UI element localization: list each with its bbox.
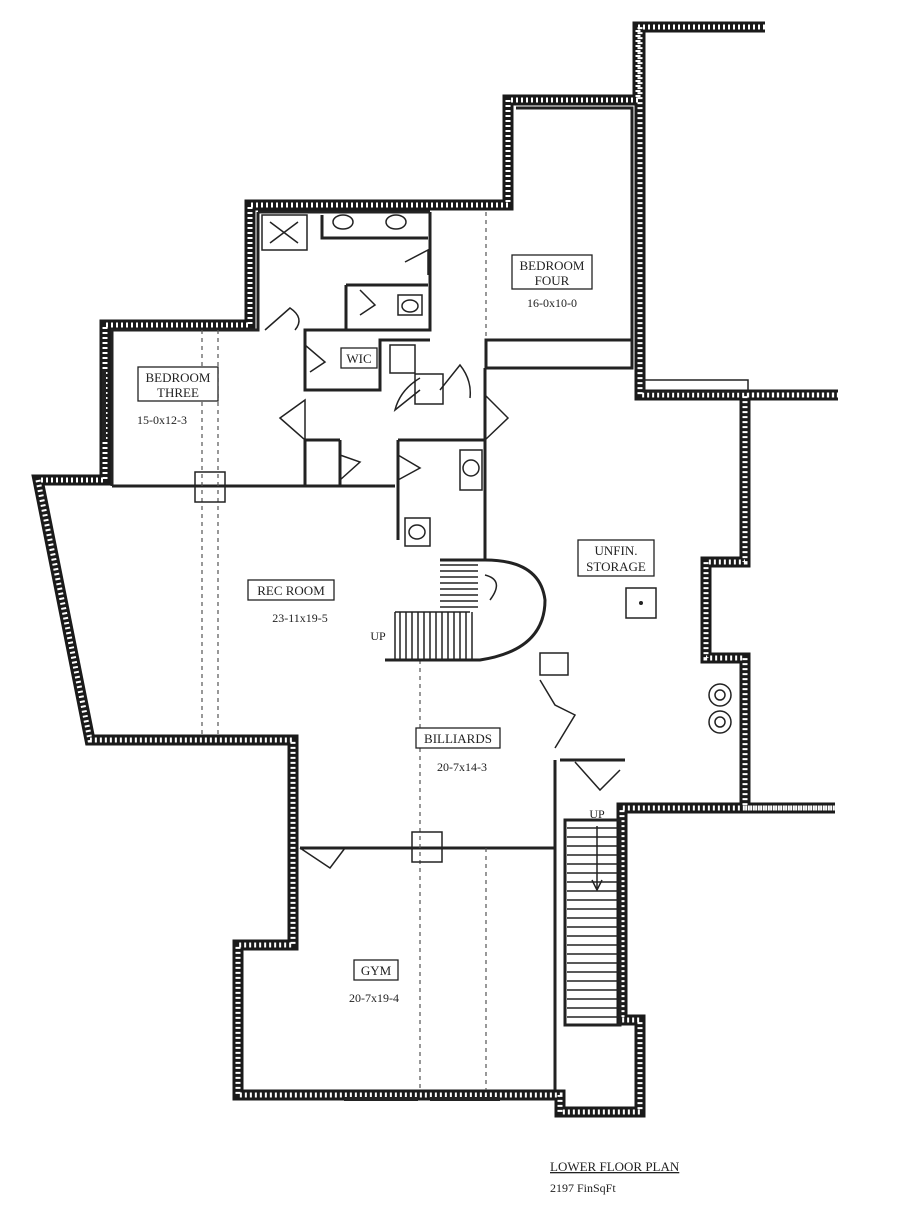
wic-name: WIC	[346, 351, 371, 366]
billiards-name: BILLIARDS	[424, 731, 492, 746]
label-unfin-storage: UNFIN. STORAGE	[577, 539, 655, 577]
label-billiards: BILLIARDS 20-7x14-3	[415, 727, 501, 774]
bedroom-three-line2: THREE	[157, 385, 199, 400]
side-stair-up-label: UP	[589, 807, 605, 821]
door-swings	[264, 248, 621, 870]
bedroom-four-line1: BEDROOM	[519, 258, 584, 273]
bath-fixtures	[261, 214, 732, 734]
gym-dims: 20-7x19-4	[349, 991, 399, 1005]
rec-room-name: REC ROOM	[257, 583, 325, 598]
label-gym: GYM 20-7x19-4	[349, 959, 399, 1005]
bedroom-four-line2: FOUR	[535, 273, 570, 288]
bedroom-three-dims: 15-0x12-3	[137, 413, 187, 427]
unfin-storage-line1: UNFIN.	[595, 543, 638, 558]
gym-name: GYM	[361, 963, 392, 978]
plan-area: 2197 FinSqFt	[550, 1181, 616, 1195]
interior-walls	[110, 106, 634, 1090]
windows	[102, 370, 749, 1101]
side-staircase	[563, 818, 622, 1027]
label-bedroom-three: BEDROOM THREE 15-0x12-3	[137, 366, 219, 427]
bedroom-four-dims: 16-0x10-0	[527, 296, 577, 310]
main-stair-up-label: UP	[370, 629, 386, 643]
label-bedroom-four: BEDROOM FOUR 16-0x10-0	[511, 254, 593, 310]
label-wic: WIC	[340, 347, 378, 369]
label-rec-room: REC ROOM 23-11x19-5	[247, 579, 335, 625]
billiards-dims: 20-7x14-3	[437, 760, 487, 774]
unfin-storage-line2: STORAGE	[586, 559, 646, 574]
plan-title: LOWER FLOOR PLAN	[550, 1159, 680, 1174]
bedroom-three-line1: BEDROOM	[145, 370, 210, 385]
exterior-walls	[31, 21, 838, 1118]
rec-room-dims: 23-11x19-5	[272, 611, 328, 625]
main-staircase	[385, 558, 547, 662]
